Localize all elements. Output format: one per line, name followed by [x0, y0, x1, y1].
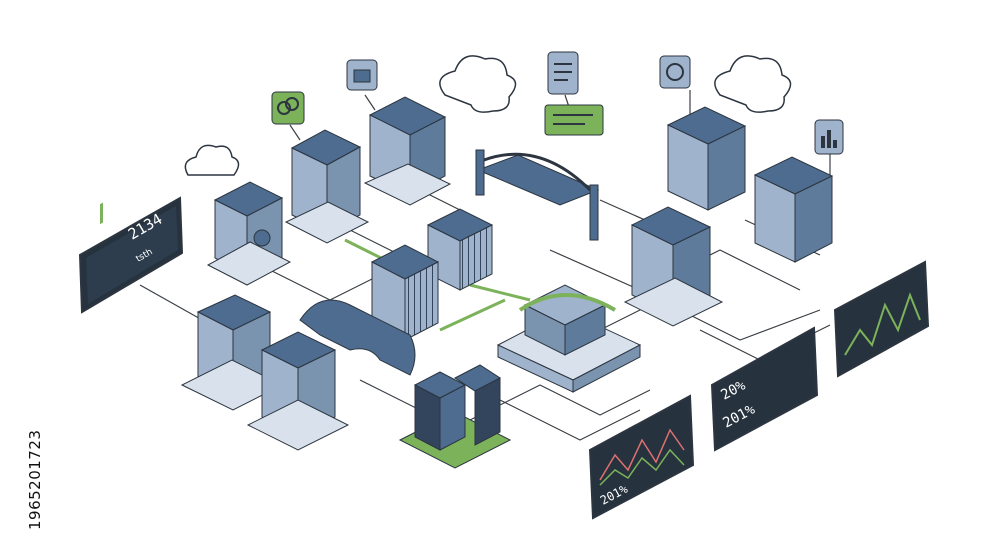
stock-id-watermark: 1965201723: [6, 300, 44, 540]
left-dashboard-panel: [78, 196, 184, 314]
dashboard-panel-mid: [710, 326, 819, 452]
chain-link-icon: [271, 91, 305, 125]
cloud-icon: [439, 55, 517, 113]
server-rack: [284, 129, 370, 244]
server-rack: [180, 294, 284, 411]
document-icon: [547, 51, 579, 95]
server-rack: [246, 331, 350, 451]
dashboard-panel-bottom: [588, 394, 695, 520]
server-rack: [426, 208, 494, 291]
server-rack: [753, 156, 834, 263]
headset-icon: [659, 55, 691, 89]
stock-id-text: 1965201723: [26, 429, 44, 530]
cloud-icon: [184, 144, 240, 176]
central-hub: [496, 284, 642, 393]
dashboard-panel-right: [833, 260, 930, 378]
network-switch: [299, 299, 416, 376]
bar-chart-icon: [814, 119, 844, 155]
message-icon: [544, 104, 604, 136]
server-rack: [666, 106, 747, 211]
server-rack: [206, 181, 292, 286]
server-rack: [363, 96, 452, 206]
bridge: [475, 149, 600, 241]
cloud-icon: [714, 55, 792, 113]
server-rack: [623, 206, 724, 327]
storage-cluster: [398, 364, 512, 469]
toolbox-icon: [346, 59, 378, 91]
